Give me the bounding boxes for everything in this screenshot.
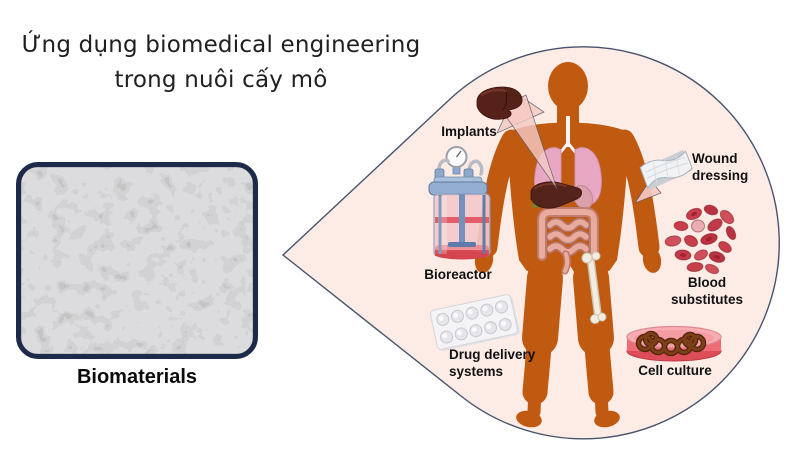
petri-dish-icon xyxy=(626,325,722,362)
biomaterials-label: Biomaterials xyxy=(76,366,198,388)
body-liver-icon xyxy=(530,181,583,209)
bioreactor-label: Bioreactor xyxy=(424,267,492,282)
intestines-icon xyxy=(537,207,599,275)
title-line-1: Ứng dụng biomedical engineering xyxy=(21,32,421,58)
drug-delivery-label: Drug delivery systems xyxy=(449,347,536,379)
implants-label: Implants xyxy=(441,124,497,139)
blood-cells-icon xyxy=(664,204,737,275)
title-line-2: trong nuôi cấy mô xyxy=(114,67,328,93)
bioreactor-icon xyxy=(428,146,491,260)
pill-blister-icon xyxy=(429,294,520,351)
sem-micrograph xyxy=(16,162,258,359)
cell-culture-label: Cell culture xyxy=(638,363,712,378)
wound-dressing-label: Wound dressing xyxy=(692,151,749,183)
wound-dressing-icon xyxy=(639,149,693,190)
femur-bone-icon xyxy=(581,251,607,324)
page-title: Ứng dụng biomedical engineering trong nu… xyxy=(0,28,442,98)
sem-texture xyxy=(21,167,253,354)
blood-substitutes-label: Blood substitutes xyxy=(670,275,743,307)
liver-icon xyxy=(476,86,523,120)
